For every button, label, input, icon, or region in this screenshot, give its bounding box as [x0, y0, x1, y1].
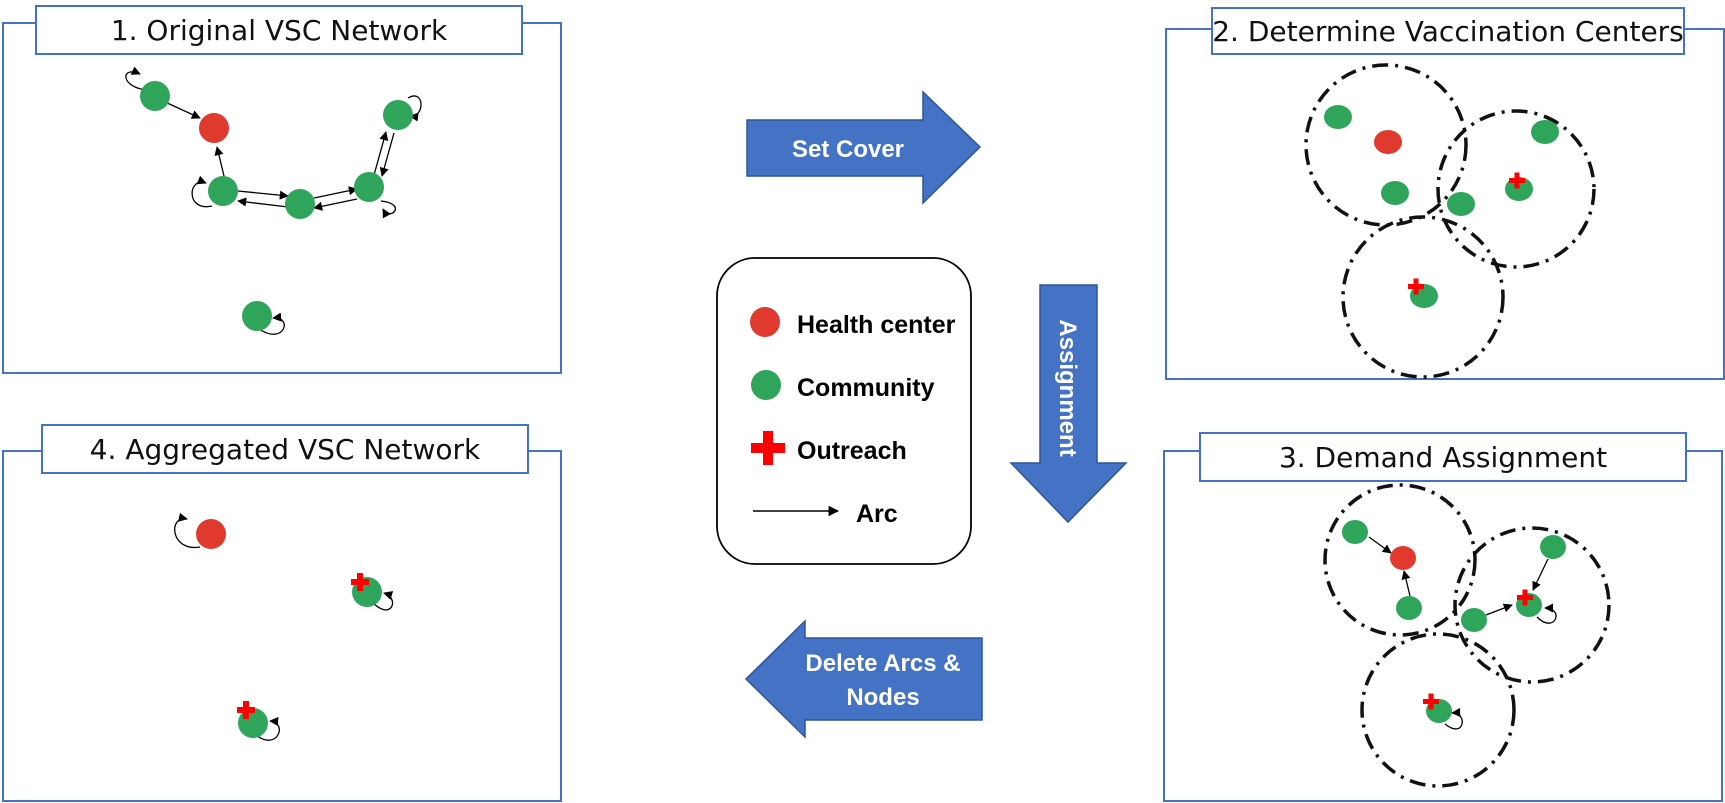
delete-label-line1: Delete Arcs & — [805, 650, 960, 677]
community-node — [1447, 192, 1475, 216]
panel-2-title: 2. Determine Vaccination Centers — [1211, 7, 1685, 55]
health-center-node — [1374, 130, 1402, 154]
set-cover-arrow: Set Cover — [746, 90, 982, 205]
coverage-circle — [1304, 63, 1468, 227]
panel-3-title: 3. Demand Assignment — [1199, 432, 1687, 482]
aggregated-network-graph — [174, 512, 394, 741]
legend-arc-label: Arc — [856, 500, 898, 528]
outreach-marker — [1408, 278, 1424, 295]
coverage-circle — [1323, 483, 1477, 637]
original-network-graph — [125, 66, 422, 335]
community-node — [1461, 608, 1487, 632]
delete-label-line2: Nodes — [846, 684, 919, 711]
demand-assignment-graph — [1323, 483, 1611, 788]
legend-health-center-label: Health center — [797, 311, 956, 339]
outreach-marker — [1517, 589, 1533, 606]
panel-aggregated-network — [2, 450, 562, 802]
legend-community-icon — [751, 370, 781, 400]
vaccination-centers-graph — [1304, 63, 1596, 379]
health-center-node — [199, 113, 229, 143]
assignment-arrow: Assignment — [1009, 284, 1128, 524]
community-node — [354, 172, 384, 202]
legend-outreach-label: Outreach — [797, 437, 907, 465]
coverage-circle — [1453, 526, 1611, 684]
outreach-marker — [1423, 693, 1439, 710]
panel-1-title: 1. Original VSC Network — [35, 5, 523, 55]
outreach-marker — [351, 573, 369, 591]
legend-health-center-icon — [750, 307, 780, 337]
legend: Health center Community Outreach Arc — [716, 257, 972, 565]
community-node — [285, 189, 315, 219]
delete-arcs-nodes-arrow: Delete Arcs & Nodes — [744, 619, 983, 739]
legend-community-label: Community — [797, 374, 935, 402]
legend-outreach-icon — [751, 431, 785, 465]
coverage-circle — [1341, 215, 1505, 379]
coverage-circle — [1360, 632, 1516, 788]
legend-box — [716, 257, 972, 565]
community-node — [1324, 105, 1352, 129]
community-node — [1342, 520, 1368, 544]
outreach-marker — [1509, 172, 1525, 189]
panel-4-title: 4. Aggregated VSC Network — [41, 424, 529, 474]
health-center-node — [1390, 546, 1416, 570]
assignment-label: Assignment — [1054, 319, 1081, 456]
community-node — [140, 81, 170, 111]
community-node — [242, 301, 272, 331]
set-cover-label: Set Cover — [792, 136, 904, 163]
community-node — [1381, 181, 1409, 205]
community-node — [383, 100, 413, 130]
community-node — [1540, 535, 1566, 559]
outreach-marker — [237, 701, 255, 719]
community-node — [1396, 596, 1422, 620]
panel-demand-assignment — [1163, 450, 1723, 802]
health-center-node — [196, 519, 226, 549]
coverage-circle — [1436, 109, 1596, 269]
panel-vaccination-centers — [1165, 28, 1725, 380]
community-node — [208, 176, 238, 206]
community-node — [1531, 120, 1559, 144]
